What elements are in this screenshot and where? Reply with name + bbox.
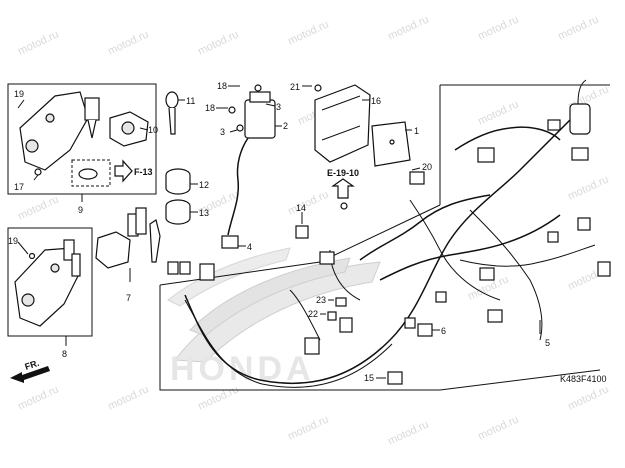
group-box-8 — [7, 227, 93, 337]
arrow-right-icon — [114, 159, 133, 183]
connector — [404, 317, 416, 329]
callout-10: 10 — [148, 125, 158, 135]
reference-e1910: E-19-10 — [327, 168, 359, 178]
clip-23 — [335, 297, 347, 307]
connector — [597, 261, 611, 277]
callout-16: 16 — [371, 96, 381, 106]
leader-lines — [17, 85, 541, 379]
callout-2: 2 — [283, 121, 288, 131]
watermark: motod.ru — [16, 193, 60, 222]
watermark: motod.ru — [106, 383, 150, 412]
callout-5: 5 — [545, 338, 550, 348]
connector — [199, 263, 215, 281]
watermark: motod.ru — [196, 28, 240, 57]
watermark: motod.ru — [476, 13, 520, 42]
connector — [577, 217, 591, 231]
watermark: motod.ru — [286, 188, 330, 217]
callout-8: 8 — [62, 349, 67, 359]
reference-f13: F-13 — [134, 167, 153, 177]
f13-reference-box — [71, 159, 111, 187]
callout-22: 22 — [308, 309, 318, 319]
callout-3: 3 — [276, 102, 281, 112]
relay-6 — [417, 323, 433, 337]
callout-6: 6 — [441, 326, 446, 336]
callout-3: 3 — [220, 127, 225, 137]
callout-7: 7 — [126, 293, 131, 303]
callout-4: 4 — [247, 242, 252, 252]
callout-23: 23 — [316, 295, 326, 305]
callout-14: 14 — [296, 203, 306, 213]
connector — [547, 231, 559, 243]
watermark: motod.ru — [16, 383, 60, 412]
ecu-assembly — [314, 84, 411, 167]
connector — [339, 317, 353, 333]
spark-plug-wire — [227, 137, 249, 236]
watermark: motod.ru — [16, 28, 60, 57]
ignition-coil-assembly — [221, 84, 276, 249]
watermark: motod.ru — [566, 173, 610, 202]
front-label: FR. — [24, 358, 41, 372]
arrow-front-icon — [10, 366, 50, 383]
callout-13: 13 — [199, 208, 209, 218]
watermark: motod.ru — [386, 418, 430, 447]
callout-18: 18 — [205, 103, 215, 113]
callout-20: 20 — [422, 162, 432, 172]
connector — [479, 267, 495, 281]
connector — [571, 147, 589, 161]
callout-19: 19 — [14, 89, 24, 99]
callout-18: 18 — [217, 81, 227, 91]
connector — [477, 147, 495, 163]
front-direction-indicator: FR. — [10, 358, 50, 383]
callout-15: 15 — [364, 373, 374, 383]
connector — [409, 171, 425, 185]
ignition-switch — [19, 91, 89, 171]
arrow-up-icon — [331, 178, 355, 199]
ecu-unit — [314, 84, 371, 163]
callout-21: 21 — [290, 82, 300, 92]
callout-12: 12 — [199, 180, 209, 190]
watermark: motod.ru — [106, 28, 150, 57]
watermark: motod.ru — [286, 413, 330, 442]
callout-11: 11 — [186, 96, 195, 106]
callout-9: 9 — [78, 205, 83, 215]
key — [149, 219, 161, 263]
connector — [435, 291, 447, 303]
lock-set-switch — [14, 247, 81, 327]
connector — [179, 261, 191, 275]
clip-22 — [327, 311, 337, 321]
fuse-holder — [569, 103, 591, 135]
lock-set-group — [7, 227, 93, 346]
callout-19: 19 — [8, 236, 18, 246]
key-blank — [165, 91, 179, 135]
honda-logo-text: HONDA — [170, 350, 315, 388]
callout-17: 17 — [14, 182, 24, 192]
watermark: motod.ru — [566, 383, 610, 412]
watermark: motod.ru — [386, 13, 430, 42]
callout-labels: 19 17 9 10 11 12 13 18 18 3 3 2 4 21 16 … — [8, 81, 550, 383]
connector — [304, 337, 320, 355]
watermark: motod.ru — [556, 13, 600, 42]
ignition-coil — [244, 99, 276, 139]
key-set — [95, 207, 161, 282]
connector — [167, 261, 179, 275]
e1910-reference: E-19-10 — [327, 168, 359, 210]
relay-14 — [295, 225, 309, 239]
seat-lock — [95, 231, 131, 269]
callout-1: 1 — [414, 126, 419, 136]
connector — [487, 309, 503, 323]
relay-15 — [387, 371, 403, 385]
connector — [547, 119, 561, 131]
wire-harness — [159, 79, 611, 391]
watermark: motod.ru — [476, 98, 520, 127]
honda-logo: HONDA — [167, 247, 381, 388]
watermark: motod.ru — [476, 413, 520, 442]
ignition-switch-group: F-13 — [7, 83, 157, 202]
diagram-code: K483F4100 — [560, 374, 607, 384]
spark-plug-cap — [221, 235, 239, 249]
watermark: motod.ru — [286, 18, 330, 47]
connector — [319, 251, 335, 265]
